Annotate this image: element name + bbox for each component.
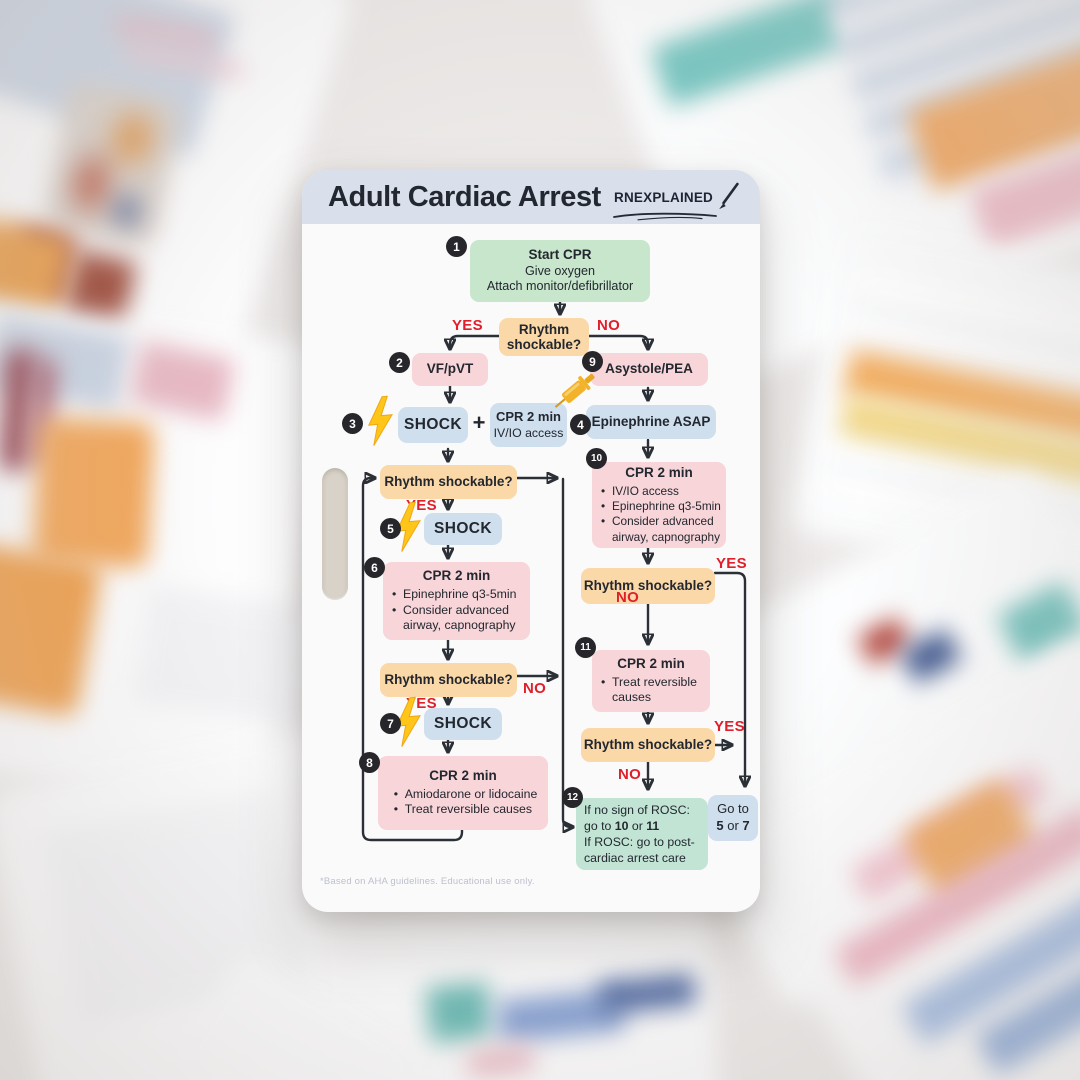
box-line: IV/IO access <box>493 425 564 440</box>
decision-rhythm-shockable-top: Rhythm shockable? <box>499 318 589 356</box>
step-badge-8: 8 <box>359 752 380 773</box>
box-title: Epinephrine ASAP <box>591 413 711 429</box>
decision-rhythm-shockable-right1: Rhythm shockable? <box>581 568 715 604</box>
box-title: CPR 2 min <box>429 767 497 783</box>
box-title: CPR 2 min <box>422 567 491 583</box>
flow-arrows <box>361 298 760 842</box>
step-badge-5: 5 <box>380 518 401 539</box>
no-label: NO <box>616 589 640 606</box>
pen-icon <box>719 182 739 210</box>
yes-label: YES <box>714 718 745 735</box>
syringe-icon <box>554 373 595 408</box>
step-badge-10: 10 <box>586 448 607 469</box>
box-bullets: Amiodarone or lidocaine Treat reversible… <box>387 787 540 818</box>
flow-box-shock-3: SHOCK <box>398 407 468 443</box>
decision-label: Rhythm shockable? <box>384 474 513 490</box>
step-badge-11: 11 <box>575 637 596 658</box>
decision-rhythm-shockable-left1: Rhythm shockable? <box>380 465 517 499</box>
plus-sign: + <box>472 410 486 435</box>
page-title: Adult Cardiac Arrest <box>328 180 601 213</box>
box-title: VF/pVT <box>426 361 474 377</box>
bullet-item: Epinephrine q3-5min <box>601 499 722 514</box>
box-line: Go to <box>717 801 749 817</box>
step-badge-9: 9 <box>582 351 603 372</box>
decision-rhythm-shockable-right2: Rhythm shockable? <box>581 728 715 762</box>
yes-label: YES <box>406 497 437 514</box>
no-label: NO <box>618 766 642 783</box>
box-bullets: IV/IO access Epinephrine q3-5min Conside… <box>594 484 724 544</box>
brand-logo: RNEXPLAINED <box>613 181 740 221</box>
bullet-item: IV/IO access <box>601 484 722 499</box>
reference-card: Adult Cardiac Arrest RNEXPLAINED <box>302 170 760 912</box>
card-header: Adult Cardiac Arrest RNEXPLAINED <box>302 170 760 224</box>
decision-label: Rhythm <box>518 321 570 337</box>
pen-swoosh-icon <box>613 212 717 221</box>
flow-arrow <box>450 334 501 347</box>
no-label: NO <box>597 317 621 334</box>
box-bullets: Epinephrine q3-5min Consider advanced ai… <box>385 587 528 634</box>
decision-label: Rhythm shockable? <box>583 737 713 753</box>
box-title: CPR 2 min <box>625 465 693 481</box>
flow-box-asystole-pea: Asystole/PEA <box>590 353 708 386</box>
step-badge-6: 6 <box>364 557 385 578</box>
badge-slot-hole <box>322 468 348 600</box>
box-title: Asystole/PEA <box>605 361 693 377</box>
bullet-item: Treat reversible causes <box>394 802 538 818</box>
box-title: Start CPR <box>528 247 592 263</box>
box-title: SHOCK <box>434 520 492 537</box>
flow-box-goto-5-or-7: Go to 5 or 7 <box>708 795 758 841</box>
step-badge-1: 1 <box>446 236 467 257</box>
bg-blur-shape <box>132 588 318 732</box>
box-title: CPR 2 min <box>617 655 685 671</box>
flow-box-vf-pvt: VF/pVT <box>412 353 488 386</box>
flow-box-cpr-2min-10: CPR 2 min IV/IO access Epinephrine q3-5m… <box>592 462 726 548</box>
box-line: 5 or 7 <box>716 818 750 833</box>
box-line: Attach monitor/defibrillator <box>486 279 634 294</box>
flow-arrow <box>561 477 571 827</box>
step-badge-7: 7 <box>380 713 401 734</box>
box-line: If no sign of ROSC: <box>584 802 690 817</box>
decision-label: Rhythm shockable? <box>583 578 713 594</box>
disclaimer-text: *Based on AHA guidelines. Educational us… <box>320 876 535 887</box>
box-line: go to 10 or 11 <box>584 818 660 833</box>
bg-blur-shape <box>425 981 493 1044</box>
flow-box-cpr-2min-4: CPR 2 min IV/IO access <box>490 403 567 447</box>
bullet-item: Amiodarone or lidocaine <box>394 787 538 803</box>
box-title: SHOCK <box>434 715 492 732</box>
box-line: cardiac arrest care <box>584 851 686 866</box>
step-badge-3: 3 <box>342 413 363 434</box>
box-title: SHOCK <box>404 416 462 433</box>
decision-label: shockable? <box>506 337 582 352</box>
yes-label: YES <box>452 317 483 334</box>
box-line: If ROSC: go to post- <box>584 835 695 849</box>
flow-arrow <box>587 334 648 347</box>
decision-label: Rhythm shockable? <box>384 672 513 688</box>
box-title: CPR 2 min <box>495 409 561 425</box>
flow-box-epinephrine-asap: Epinephrine ASAP <box>586 405 716 439</box>
step-badge-12: 12 <box>562 787 583 808</box>
flow-box-cpr-2min-6: CPR 2 min Epinephrine q3-5min Consider a… <box>383 562 530 640</box>
flow-box-start-cpr: Start CPR Give oxygen Attach monitor/def… <box>470 240 650 302</box>
flow-box-cpr-2min-11: CPR 2 min Treat reversible causes <box>592 650 710 712</box>
bullet-item: Consider advanced airway, capnography <box>392 603 526 634</box>
step-badge-4: 4 <box>570 414 591 435</box>
flow-box-cpr-2min-8: CPR 2 min Amiodarone or lidocaine Treat … <box>378 756 548 830</box>
decision-rhythm-shockable-left2: Rhythm shockable? <box>380 663 517 697</box>
brand-name: RNEXPLAINED <box>614 189 713 205</box>
flow-box-rosc: If no sign of ROSC: go to 10 or 11 If RO… <box>576 798 708 870</box>
bullet-item: Consider advanced airway, capnography <box>601 514 722 544</box>
box-bullets: Treat reversible causes <box>594 675 708 706</box>
flow-box-shock-5: SHOCK <box>424 513 502 545</box>
step-badge-2: 2 <box>389 352 410 373</box>
bg-blur-shape <box>32 417 155 568</box>
flow-arrow <box>713 571 745 784</box>
bullet-item: Treat reversible causes <box>601 675 706 706</box>
bullet-item: Epinephrine q3-5min <box>392 587 526 603</box>
box-line: Give oxygen <box>524 264 595 279</box>
flow-loop-arrow <box>361 478 464 842</box>
flow-box-shock-7: SHOCK <box>424 708 502 740</box>
yes-label: YES <box>716 555 747 572</box>
no-label: NO <box>523 680 547 697</box>
lightning-bolt-icon <box>368 395 393 446</box>
